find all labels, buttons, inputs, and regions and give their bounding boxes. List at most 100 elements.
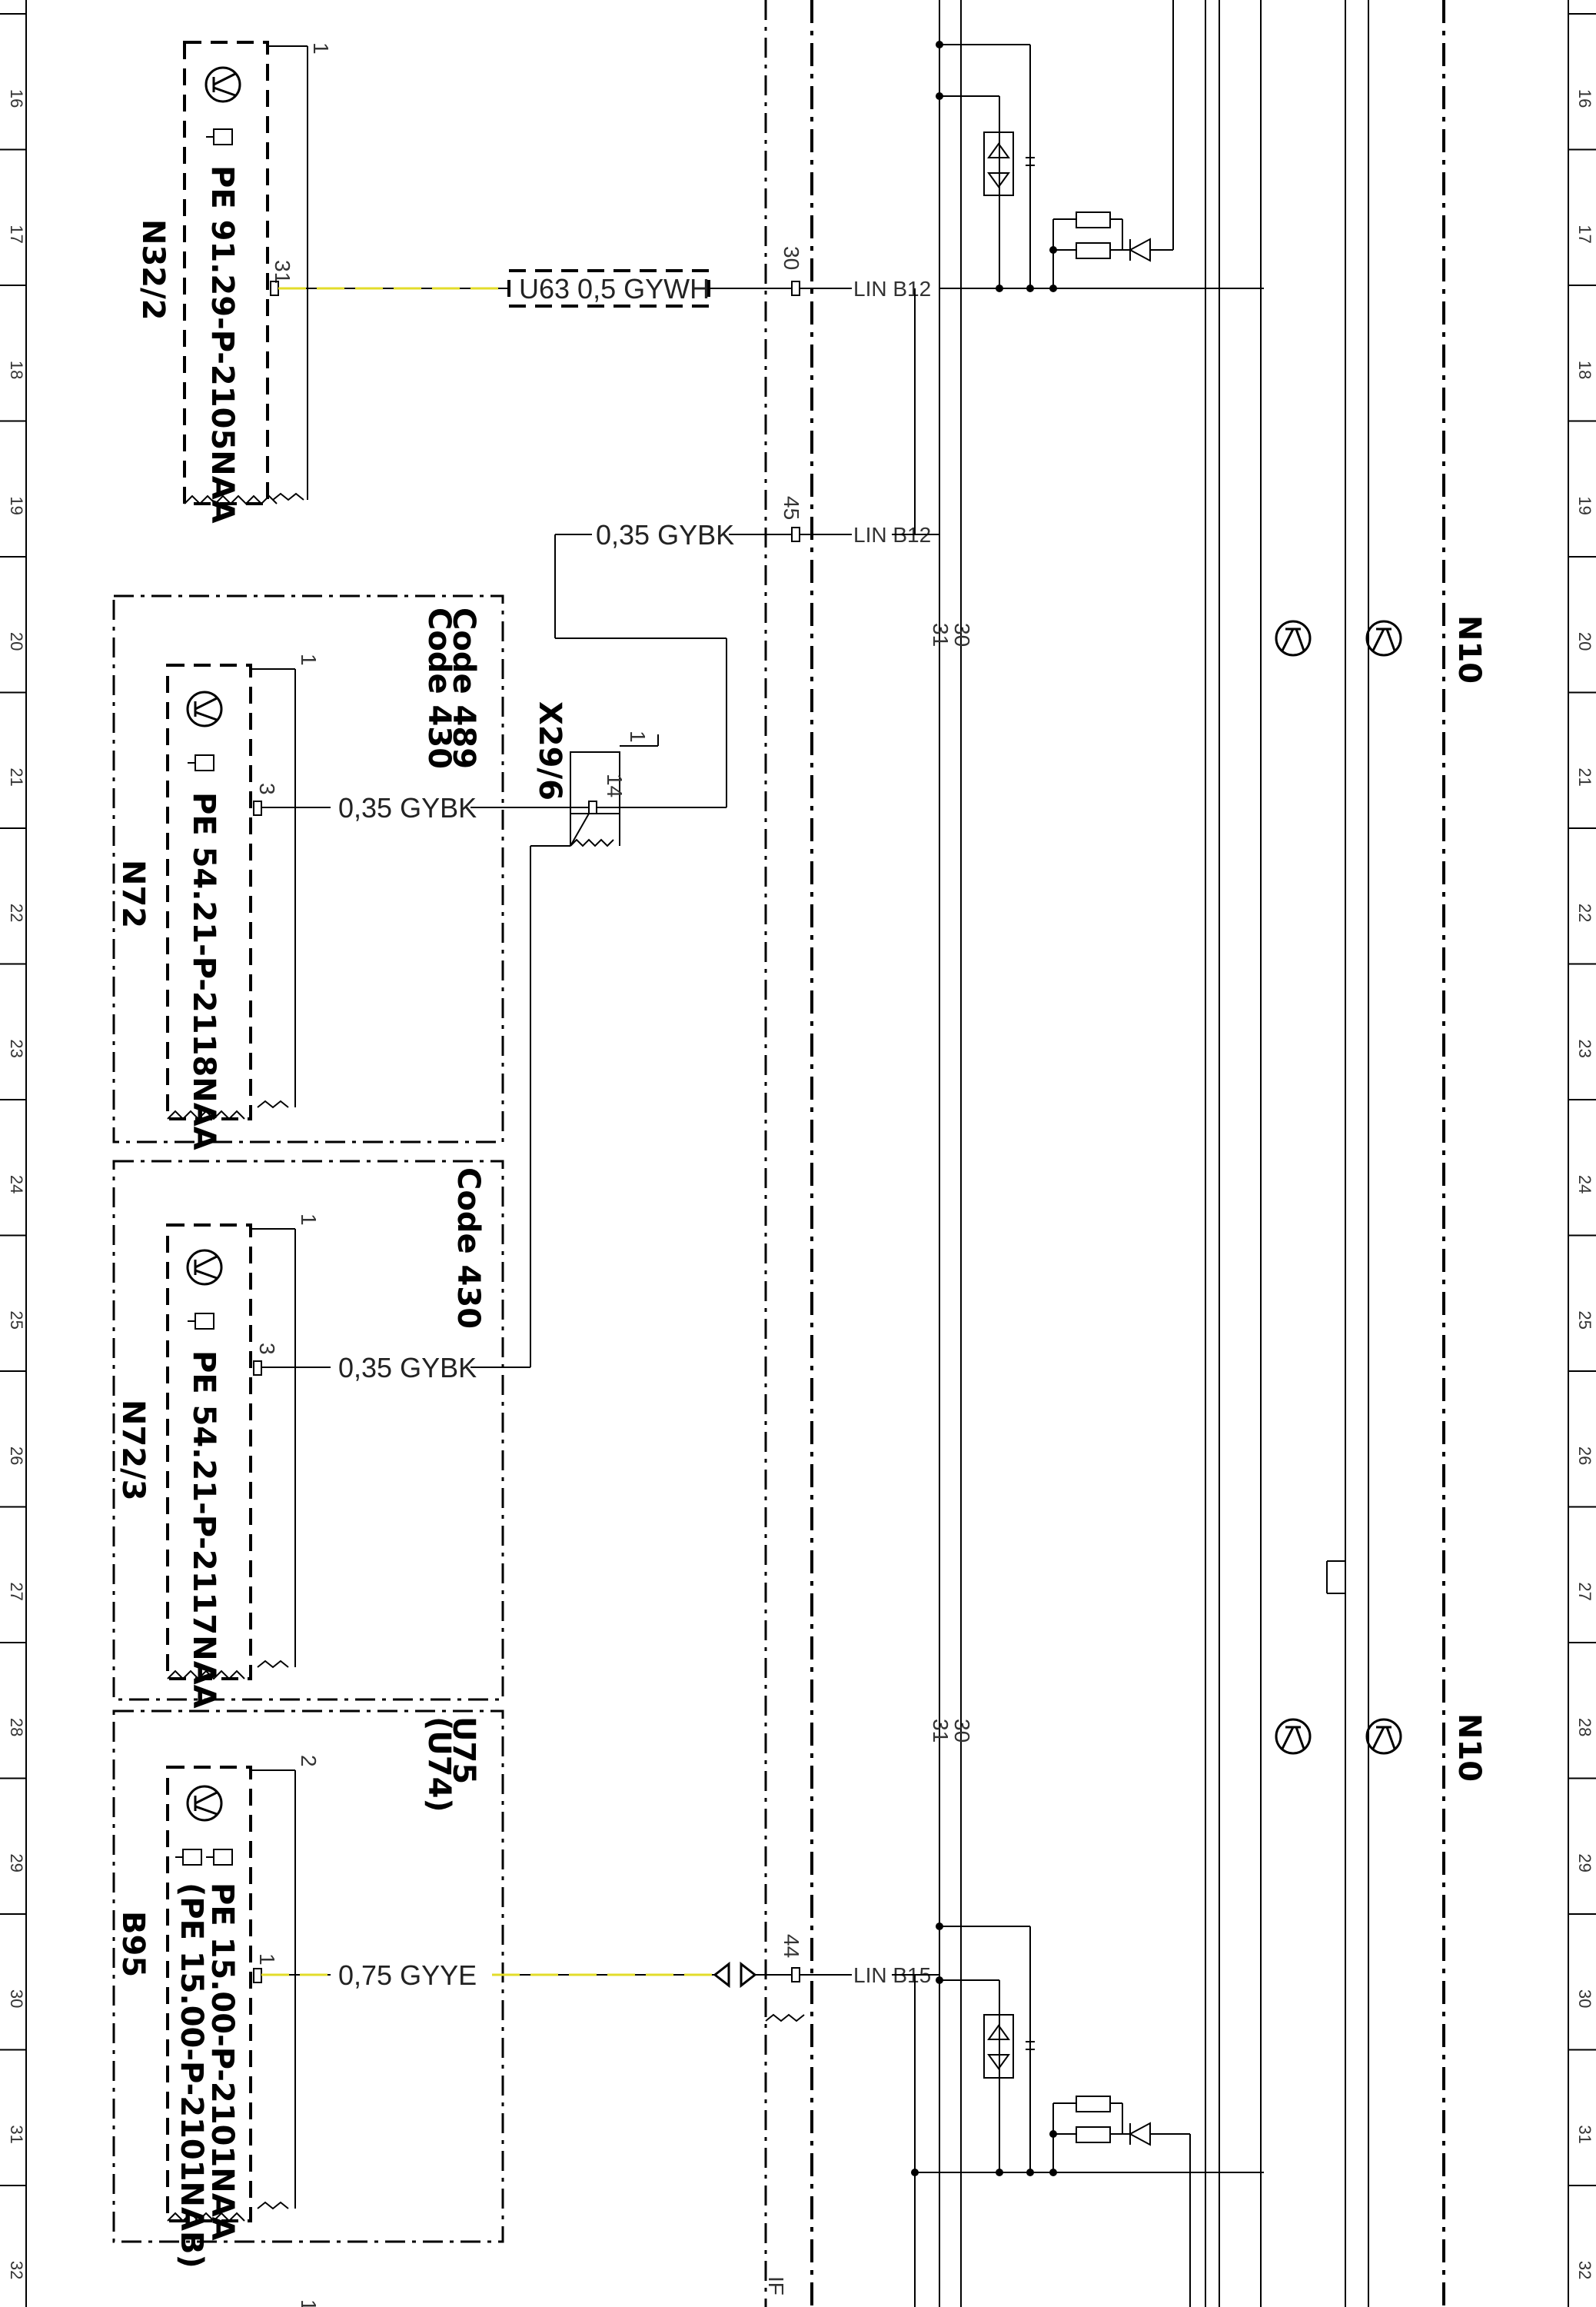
transistor-icon (186, 1249, 223, 1286)
n10-pin-45: 45 LIN B12 (780, 288, 939, 547)
wire-gyye: 0,75 GYYE (261, 1959, 805, 2022)
lin-label-b12-a: LIN B12 (853, 277, 931, 301)
svg-text:31: 31 (929, 1719, 953, 1743)
grid-number: 23 (1575, 1039, 1594, 1057)
svg-text:3: 3 (255, 783, 279, 795)
grid-number: 23 (7, 1039, 26, 1057)
grid-number: 16 (1575, 89, 1594, 108)
wire-label-u63: U63 0,5 GYWH (519, 273, 710, 305)
n10-module-right: N10 N10 (1275, 0, 1487, 2307)
svg-text:1: 1 (626, 731, 650, 743)
wire-label-gybk-n72-3: 0,35 GYBK (338, 1352, 477, 1383)
doc-ref-n72: PE 54.21-P-2118NAA (186, 792, 221, 1150)
doc-ref-b95-alt: (PE 15.00-P-2101NAB) (174, 1883, 209, 2269)
bottom-conn-number: 1 (297, 2299, 321, 2307)
svg-text:44: 44 (780, 1934, 803, 1958)
component-label-n72: N72 (115, 860, 151, 928)
svg-text:1: 1 (297, 654, 321, 666)
grid-number: 28 (1575, 1718, 1594, 1736)
component-b95: 2 PE 15.00-P-2101NAA (PE 15.00-P-2101NAB… (115, 1755, 321, 2269)
doc-ref-n32: PE 91.29-P-2105NAA (204, 165, 240, 524)
grid-number: 21 (7, 767, 26, 786)
grid-number: 28 (7, 1718, 26, 1736)
hand-pointer-icon (188, 1313, 214, 1330)
grid-number: 27 (1575, 1582, 1594, 1600)
grid-number: 22 (1575, 904, 1594, 922)
grid-number: 29 (1575, 1853, 1594, 1872)
diode-icon (1128, 2122, 1151, 2146)
grid-number: 22 (7, 904, 26, 922)
grid-number: 24 (1575, 1175, 1594, 1193)
module-label-n10-a: N10 (1451, 615, 1487, 684)
hand-pointer-icon (188, 754, 214, 771)
code-430b-label: Code 430 (451, 1167, 486, 1329)
grid-number: 30 (1575, 1989, 1594, 2008)
diode-icon (983, 2014, 1014, 2079)
component-label-b95: B95 (115, 1911, 151, 1977)
grid-number: 27 (7, 1582, 26, 1600)
doc-ref-n72-3: PE 54.21-P-2117NAA (186, 1350, 221, 1709)
grid-number: 16 (7, 89, 26, 108)
svg-text:45: 45 (780, 496, 803, 520)
diode-icon (1128, 238, 1151, 262)
resistor-icon (1076, 2096, 1111, 2112)
grid-number: 21 (1575, 767, 1594, 786)
svg-text:30: 30 (780, 246, 803, 270)
grid-number: 17 (1575, 225, 1594, 243)
wire-label-gyye: 0,75 GYYE (338, 1959, 477, 1991)
component-n72: 1 PE 54.21-P-2118NAA N72 3 0,35 GYBK (115, 654, 589, 1150)
grid-number: 19 (1575, 496, 1594, 514)
hand-pointer-icon (206, 128, 233, 145)
transistor-icon (1275, 620, 1312, 657)
grid-number: 31 (1575, 2125, 1594, 2143)
svg-text:30: 30 (950, 1719, 974, 1743)
component-label-n32: N32/2 (135, 219, 171, 321)
filter-circuit-bottom (911, 1922, 1264, 2307)
svg-text:3: 3 (255, 1343, 279, 1355)
u74-label: (U74) (421, 1716, 457, 1813)
transistor-icon (186, 691, 223, 727)
svg-text:0,35 GYBK: 0,35 GYBK (596, 519, 734, 551)
resistor-icon (1076, 242, 1111, 259)
u75-label: U75 (446, 1716, 481, 1784)
code-block-489-430: Code 489 Code 430 (112, 594, 504, 1144)
resistor-icon (1076, 2126, 1111, 2143)
bus-lines: 31 30 31 30 (929, 0, 1369, 2307)
connector-x29-label: X29/6 (532, 701, 567, 801)
hand-pointer-icon (175, 1849, 202, 1866)
module-label-n10-b: N10 (1451, 1713, 1487, 1782)
svg-text:30: 30 (950, 623, 974, 647)
grid-number: 20 (7, 632, 26, 651)
grid-number: 30 (7, 1989, 26, 2008)
svg-text:2: 2 (297, 1755, 321, 1767)
n10-pin-30: 30 LIN B12 (780, 246, 1264, 301)
code-430-label: Code 430 (421, 608, 457, 769)
svg-text:14: 14 (603, 774, 627, 797)
grid-number: 24 (7, 1175, 26, 1193)
transistor-icon (1365, 620, 1402, 657)
grid-number: 32 (7, 2261, 26, 2279)
code-block-430: Code 430 (112, 845, 570, 1701)
code-block-u75: U75 (U74) (112, 1709, 504, 2243)
component-label-n72-3: N72/3 (115, 1400, 151, 1501)
code-489-label: Code 489 (446, 608, 481, 769)
wire-gybk-top: 0,35 GYBK (554, 519, 792, 808)
transistor-icon (204, 66, 241, 103)
svg-text:1: 1 (255, 1953, 279, 1966)
wire-u63: U63 0,5 GYWH (278, 269, 792, 308)
hand-pointer-icon (206, 1849, 233, 1866)
grid-number: 25 (1575, 1310, 1594, 1329)
resistor-icon (1076, 211, 1111, 228)
grid-number: 32 (1575, 2261, 1594, 2279)
svg-text:31: 31 (929, 623, 953, 647)
component-n72-3: 1 PE 54.21-P-2117NAA N72/3 3 0,35 GYBK (115, 1213, 477, 1709)
grid-number: 18 (7, 361, 26, 379)
component-n32-2: 1 PE 91.29-P-2105NAA N32/2 31 (135, 41, 333, 524)
filter-circuit-top (936, 0, 1264, 292)
doc-ref-b95: PE 15.00-P-2101NAA (204, 1883, 240, 2241)
connector-arrow-icon (713, 1961, 757, 1989)
grid-number: 26 (1575, 1446, 1594, 1465)
grid-number: 20 (1575, 632, 1594, 651)
